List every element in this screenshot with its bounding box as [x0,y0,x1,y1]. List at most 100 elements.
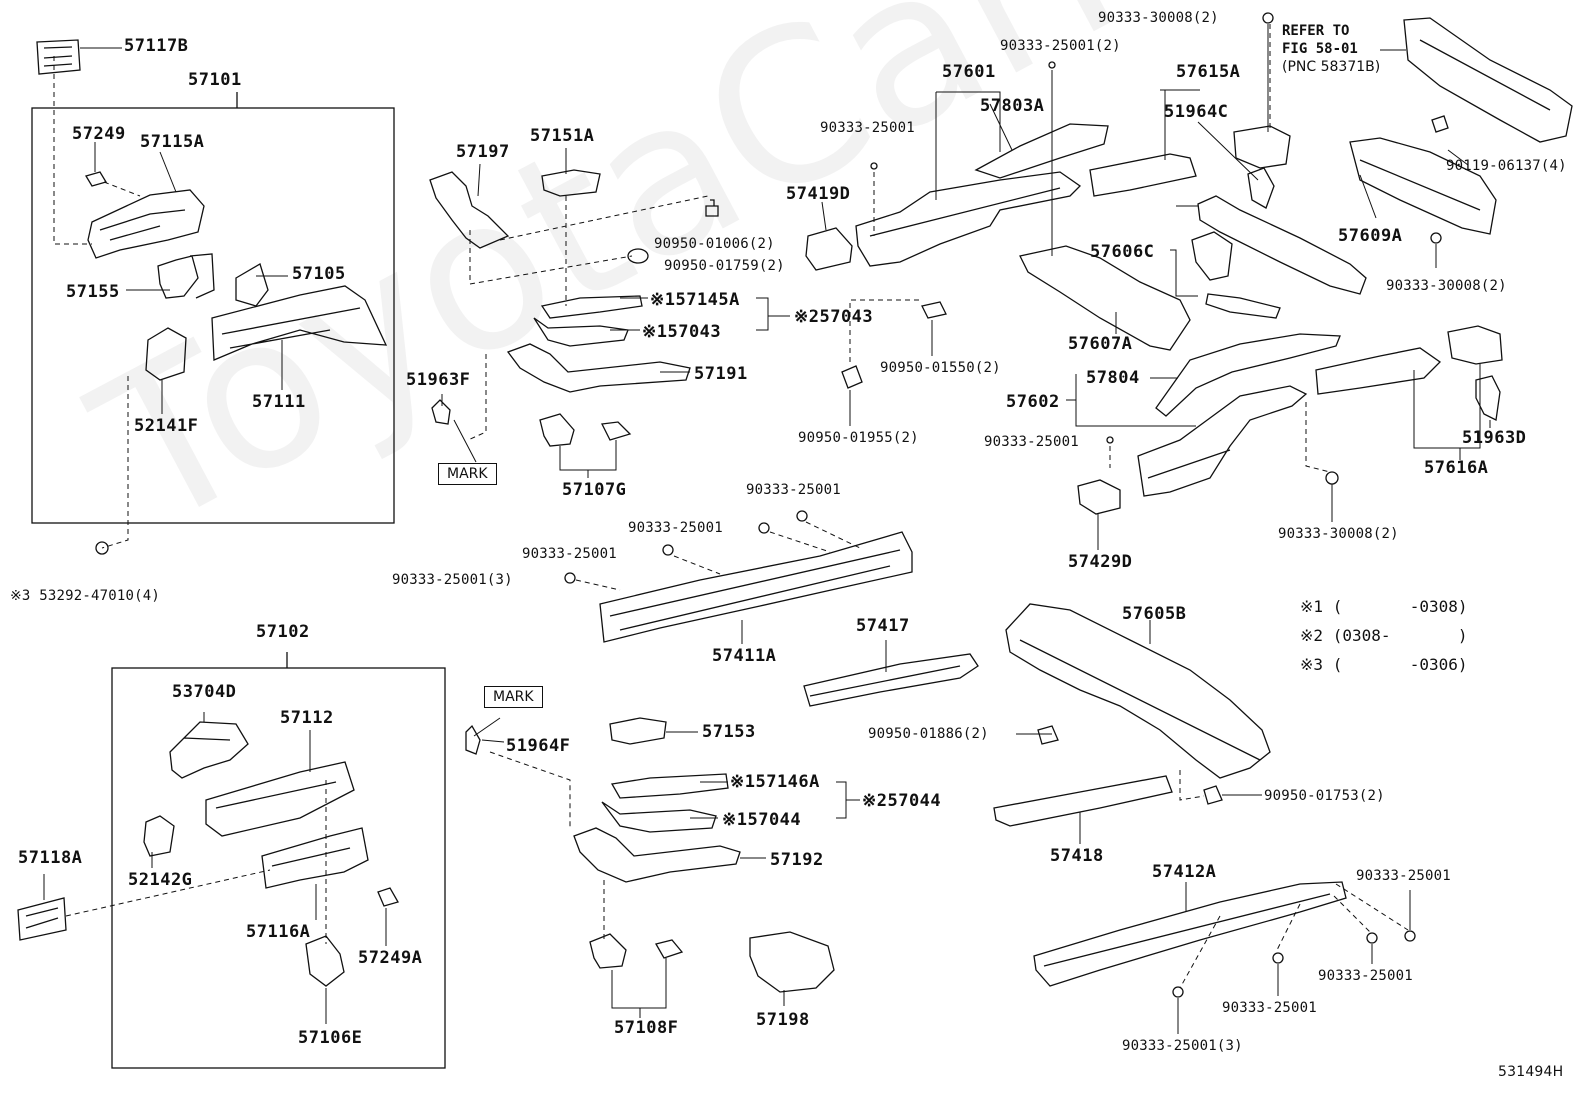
fastener-53292 [95,541,109,555]
part-53704D [169,721,249,779]
label-f90333-25001-3a: 90333-25001(3) [392,572,513,588]
label-p57601: 57601 [942,62,996,82]
part-57412A [1033,881,1347,987]
part-refer-58371B [1403,17,1573,143]
part-57249 [85,171,107,187]
label-p57607A: 57607A [1068,334,1133,354]
label-f90333-25001-3b: 90333-25001(3) [1122,1038,1243,1054]
part-57108F [589,933,684,969]
label-p57616A: 57616A [1424,458,1489,478]
label-f90950-01006: 90950-01006(2) [654,236,775,252]
notes-legend: ※1 ( -0308) ※2 (0308- ) ※3 ( -0306) [1300,592,1468,679]
fastener-90950-01550 [921,301,947,319]
label-p51964F: 51964F [506,736,571,756]
label-f90950-01753: 90950-01753(2) [1264,788,1385,804]
label-f90333-25001-f: 90333-25001 [1356,868,1451,884]
label-p57419D: 57419D [786,184,851,204]
label-p57615A: 57615A [1176,62,1241,82]
label-p57192: 57192 [770,850,824,870]
part-57118A [17,897,67,941]
part-57044-b [601,801,717,833]
label-p57197: 57197 [456,142,510,162]
fastener-90333-25001-f [1404,930,1416,942]
label-p2-57044: ※257044 [862,791,942,811]
part-52142G [143,815,175,857]
part-57615A [1089,153,1197,197]
part-57111 [211,285,388,361]
part-57197 [429,171,510,249]
label-f90950-01886: 90950-01886(2) [868,726,989,742]
part-57601 [855,171,1082,267]
fastener-90333-30008-top [1262,12,1274,24]
part-57607A [1019,245,1191,351]
refer-line-1: REFER TO [1282,23,1350,39]
part-57429D [1077,479,1121,515]
label-f90333-25001-d: 90333-25001 [628,520,723,536]
part-57151A [541,169,601,197]
label-p57411A: 57411A [712,646,777,666]
label-p57116A: 57116A [246,922,311,942]
label-p51963D: 51963D [1462,428,1527,448]
label-f90119: 90119-06137(4) [1446,158,1567,174]
part-51964C-a [1233,125,1291,169]
fastener-90950-01006 [705,199,719,217]
fastener-90333-25001-g [1366,932,1378,944]
label-p57107G: 57107G [562,480,627,500]
label-f53292: ※3 53292-47010(4) [10,588,160,604]
label-p57151A: 57151A [530,126,595,146]
label-p1-57145A: ※157145A [650,290,740,310]
group-box-57102 [111,667,446,1069]
fastener-90950-01759 [627,248,649,264]
fastener-90333-25001-e [662,544,674,556]
figure-code: 531494H [1498,1064,1564,1080]
part-57153 [609,717,667,745]
label-p52141F: 52141F [134,416,199,436]
part-57419D [805,227,853,271]
part-57616A-b [1447,325,1503,365]
part-57605B [1005,603,1271,779]
label-p57105: 57105 [292,264,346,284]
label-f90333-25001-c: 90333-25001 [746,482,841,498]
fastener-90950-01753 [1203,785,1223,805]
part-57804 [1155,333,1341,417]
label-p2-57043: ※257043 [794,307,874,327]
note-1: ※1 ( -0308) [1300,592,1468,621]
label-f90333-25001-2: 90333-25001(2) [1000,38,1121,54]
label-f90333-30008-top: 90333-30008(2) [1098,10,1219,26]
part-57418 [993,775,1173,827]
note-3-key: ※3 [1300,655,1324,674]
label-p53704D: 53704D [172,682,237,702]
label-p57412A: 57412A [1152,862,1217,882]
label-p52142G: 52142G [128,870,193,890]
label-p57609A: 57609A [1338,226,1403,246]
label-p1-57044: ※157044 [722,810,802,830]
part-57117B [36,39,81,75]
fastener-90333-25001-3a [564,572,576,584]
part-52141F [145,327,187,381]
fastener-90950-01955 [841,365,863,389]
label-f90333-25001-e: 90333-25001 [522,546,617,562]
label-f90950-01955: 90950-01955(2) [798,430,919,446]
label-p51963F: 51963F [406,370,471,390]
fastener-90333-30008-r [1430,232,1442,244]
part-57105 [235,263,269,307]
mark-label-1: MARK [438,463,497,485]
label-f90333-25001-h: 90333-25001 [1222,1000,1317,1016]
label-p57153: 57153 [702,722,756,742]
label-f90950-01759: 90950-01759(2) [664,258,785,274]
part-57192 [573,827,741,883]
label-p57101: 57101 [188,70,242,90]
label-p57106E: 57106E [298,1028,363,1048]
part-57616A-a [1315,347,1442,395]
fastener-90119 [1431,115,1449,133]
fastener-90333-30008-b [1325,471,1339,485]
label-f90333-30008-r: 90333-30008(2) [1386,278,1507,294]
label-p51964C: 51964C [1164,102,1229,122]
label-p57198: 57198 [756,1010,810,1030]
note-3: ※3 ( -0306) [1300,650,1468,679]
note-2: ※2 (0308- ) [1300,621,1468,650]
part-57115A [87,189,205,259]
label-f90950-01550: 90950-01550(2) [880,360,1001,376]
fastener-90333-25001-a [870,162,878,170]
